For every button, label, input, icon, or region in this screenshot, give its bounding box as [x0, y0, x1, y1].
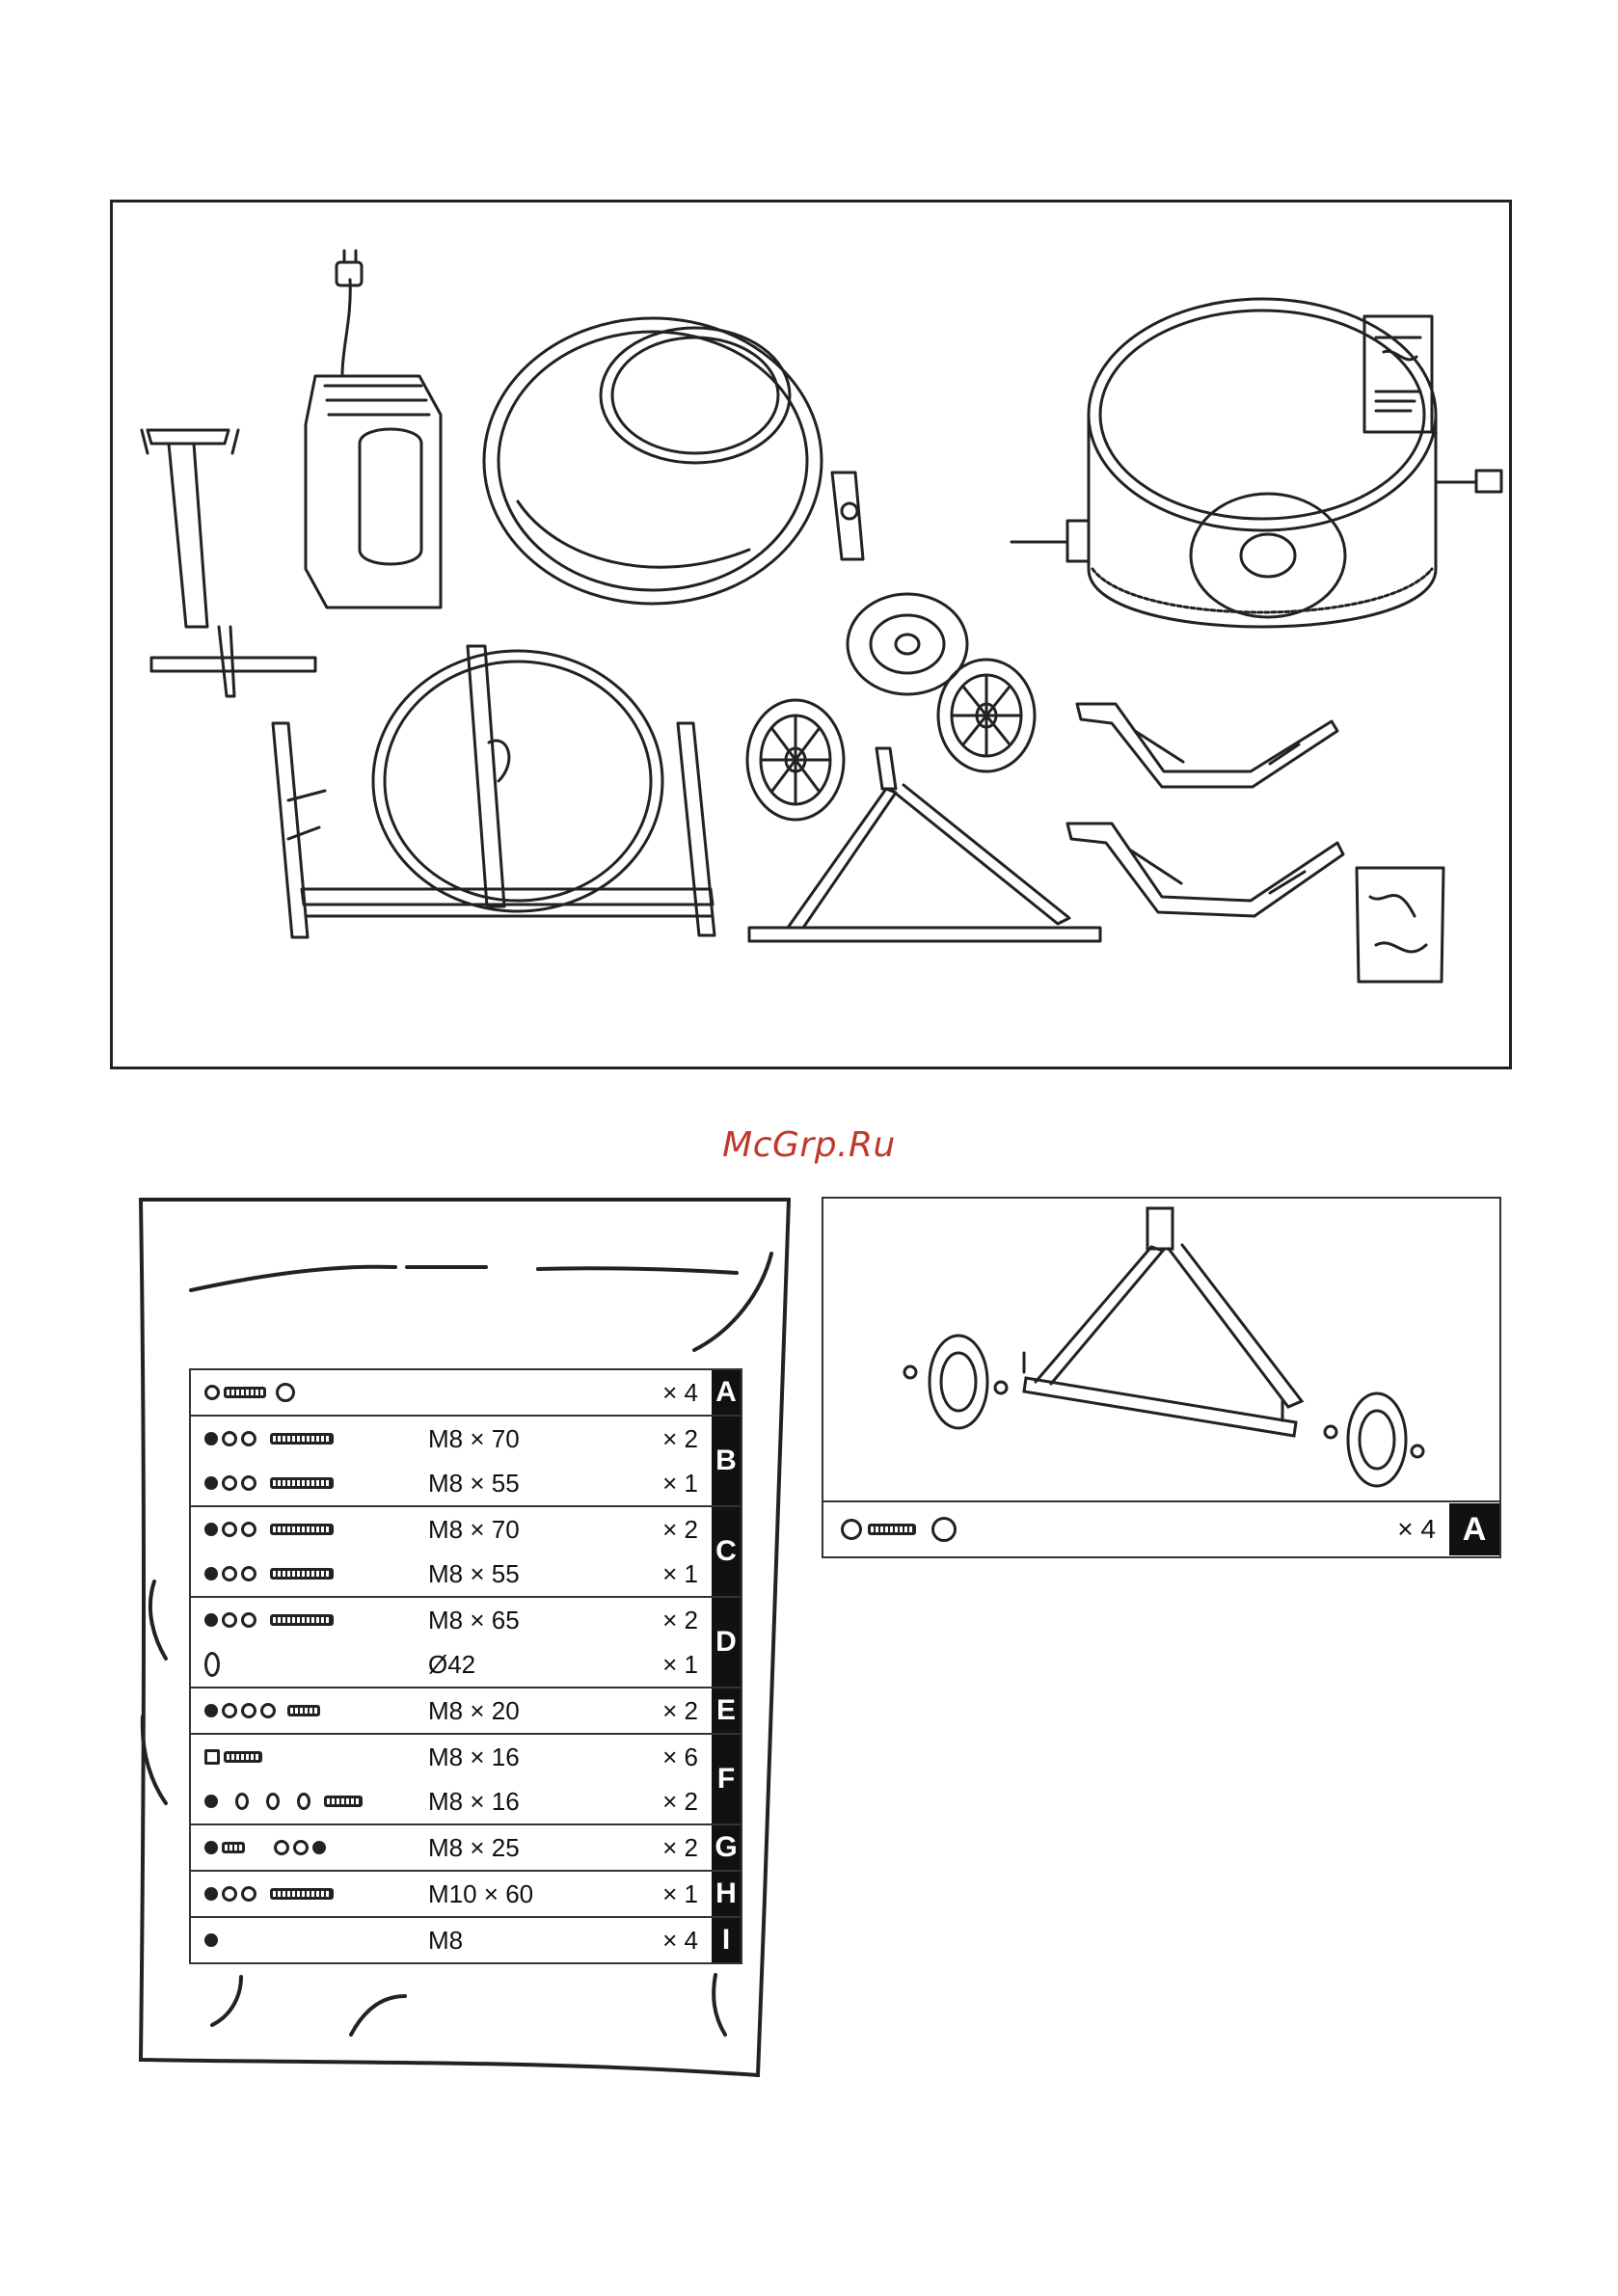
hardware-letter-badge: E: [712, 1688, 741, 1733]
hardware-row: × 4: [191, 1370, 712, 1415]
wheel-assembly-illustration: [823, 1199, 1499, 1502]
wheel-assembly-panel: × 4 A: [822, 1197, 1501, 1558]
hardware-size: M8 × 20: [428, 1696, 621, 1726]
assembly-hardware-strip: × 4 A: [823, 1500, 1499, 1556]
nut-washers-short-bolt-icon: [191, 1703, 428, 1718]
hardware-row: M8 × 70× 2: [191, 1417, 712, 1461]
hardware-letter-badge: I: [712, 1918, 741, 1962]
assembly-quantity: × 4: [1397, 1514, 1449, 1545]
hardware-size: M8 × 70: [428, 1424, 621, 1454]
hardware-row: M10 × 60× 1: [191, 1872, 712, 1916]
nut-washers-screw-icon: [191, 1793, 428, 1810]
nut-washers-bolt-icon: [191, 1522, 428, 1537]
hardware-row: M8 × 65× 2: [191, 1598, 712, 1642]
hardware-quantity: × 1: [621, 1469, 712, 1499]
hardware-row: Ø42× 1: [191, 1642, 712, 1687]
hardware-letter-badge: G: [712, 1825, 741, 1870]
hardware-letter-badge: H: [712, 1872, 741, 1916]
hardware-row: M8 × 16× 6: [191, 1735, 712, 1779]
nut-icon: [191, 1933, 428, 1947]
hardware-size: M8 × 65: [428, 1606, 621, 1635]
hex-bolt-icon: [191, 1749, 428, 1765]
hardware-quantity: × 2: [621, 1833, 712, 1863]
hardware-size: M8 × 16: [428, 1742, 621, 1772]
hardware-quantity: × 4: [621, 1378, 712, 1408]
hardware-quantity: × 4: [621, 1926, 712, 1956]
hardware-letter-badge: F: [712, 1735, 741, 1823]
hardware-row: M8 × 55× 1: [191, 1461, 712, 1505]
hardware-letter-badge: C: [712, 1507, 741, 1596]
hardware-size: M8 × 25: [428, 1833, 621, 1863]
bolt-washers-icon: [191, 1840, 428, 1855]
hardware-size: M8 × 55: [428, 1559, 621, 1589]
hardware-size: M8 × 55: [428, 1469, 621, 1499]
hardware-letter-badge: A: [712, 1370, 741, 1415]
hardware-quantity: × 1: [621, 1650, 712, 1680]
hardware-quantity: × 2: [621, 1424, 712, 1454]
hardware-quantity: × 6: [621, 1742, 712, 1772]
nut-washers-bolt-icon: [191, 1475, 428, 1491]
hardware-quantity: × 2: [621, 1696, 712, 1726]
hardware-size: Ø42: [428, 1650, 621, 1680]
hardware-row: M8 × 16× 2: [191, 1779, 712, 1823]
hardware-quantity: × 2: [621, 1515, 712, 1545]
hardware-quantity: × 1: [621, 1879, 712, 1909]
assembly-letter-badge: A: [1449, 1503, 1499, 1555]
pin-with-washer-icon: [841, 1517, 957, 1542]
ring-icon: [191, 1652, 428, 1677]
hardware-size: M8: [428, 1926, 621, 1956]
hardware-quantity: × 2: [621, 1787, 712, 1817]
hardware-row: M8 × 70× 2: [191, 1507, 712, 1552]
hardware-row: M8× 4: [191, 1918, 712, 1962]
hardware-quantity: × 1: [621, 1559, 712, 1589]
nut-washers-bolt-icon: [191, 1566, 428, 1581]
hardware-size: M8 × 70: [428, 1515, 621, 1545]
hardware-size: M8 × 16: [428, 1787, 621, 1817]
pin-with-washer-icon: [191, 1383, 428, 1402]
hardware-size: M10 × 60: [428, 1879, 621, 1909]
hardware-quantity: × 2: [621, 1606, 712, 1635]
hardware-letter-badge: B: [712, 1417, 741, 1505]
hardware-row: M8 × 20× 2: [191, 1688, 712, 1733]
nut-washers-bolt-icon: [191, 1431, 428, 1446]
hardware-letter-badge: D: [712, 1598, 741, 1687]
hardware-row: M8 × 55× 1: [191, 1552, 712, 1596]
hardware-row: M8 × 25× 2: [191, 1825, 712, 1870]
nut-washers-bolt-icon: [191, 1886, 428, 1902]
nut-washers-bolt-icon: [191, 1612, 428, 1628]
